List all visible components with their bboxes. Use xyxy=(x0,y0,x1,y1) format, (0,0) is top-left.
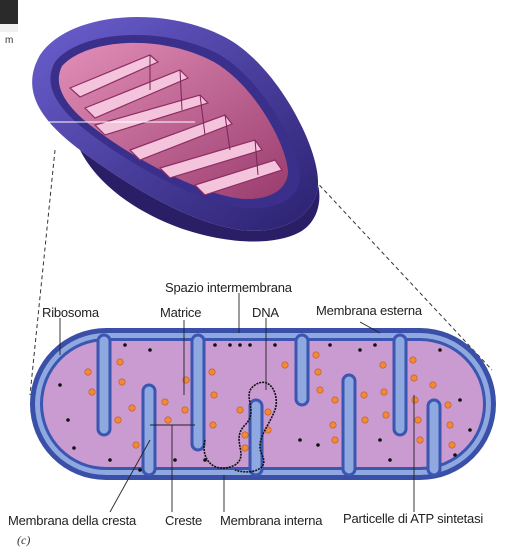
atp-synthase-particle xyxy=(445,402,451,408)
atp-synthase-particle xyxy=(162,399,168,405)
atp-synthase-particle xyxy=(133,442,139,448)
ribosome-dot xyxy=(213,343,217,347)
ribosome-dot xyxy=(108,458,112,462)
mitochondrion-3d-illustration xyxy=(30,17,319,242)
atp-synthase-particle xyxy=(449,442,455,448)
atp-synthase-particle xyxy=(242,432,248,438)
atp-synthase-particle xyxy=(383,412,389,418)
atp-synthase-particle xyxy=(210,422,216,428)
atp-synthase-particle xyxy=(211,392,217,398)
label-spazio-intermembrana: Spazio intermembrana xyxy=(165,280,292,295)
atp-synthase-particle xyxy=(361,392,367,398)
ribosome-dot xyxy=(316,443,320,447)
atp-synthase-particle xyxy=(415,417,421,423)
ribosome-dot xyxy=(458,398,462,402)
atp-synthase-particle xyxy=(332,437,338,443)
atp-synthase-particle xyxy=(129,405,135,411)
ribosome-dot xyxy=(438,348,442,352)
atp-synthase-particle xyxy=(282,362,288,368)
ribosome-dot xyxy=(373,343,377,347)
panel-letter: (c) xyxy=(17,533,30,548)
ribosome-dot xyxy=(58,383,62,387)
atp-synthase-particle xyxy=(85,369,91,375)
atp-synthase-particle xyxy=(411,375,417,381)
ribosome-dot xyxy=(248,343,252,347)
label-dna: DNA xyxy=(252,305,279,320)
label-membrana-esterna: Membrana esterna xyxy=(316,303,422,318)
label-membrana-interna: Membrana interna xyxy=(220,513,322,528)
label-creste: Creste xyxy=(165,513,202,528)
ribosome-dot xyxy=(66,418,70,422)
atp-synthase-particle xyxy=(317,387,323,393)
ribosome-dot xyxy=(228,343,232,347)
atp-synthase-particle xyxy=(313,352,319,358)
atp-synthase-particle xyxy=(430,382,436,388)
atp-synthase-particle xyxy=(332,397,338,403)
atp-synthase-particle xyxy=(237,407,243,413)
atp-synthase-particle xyxy=(410,357,416,363)
ribosome-dot xyxy=(173,458,177,462)
label-membrana-della-cresta: Membrana della cresta xyxy=(8,513,136,528)
ribosome-dot xyxy=(123,343,127,347)
micrograph-scale-unit: m xyxy=(5,35,13,46)
ribosome-dot xyxy=(453,453,457,457)
atp-synthase-particle xyxy=(447,422,453,428)
atp-synthase-particle xyxy=(362,417,368,423)
ribosome-dot xyxy=(358,348,362,352)
ribosome-dot xyxy=(468,428,472,432)
atp-synthase-particle xyxy=(417,437,423,443)
label-particelle-atp-sintetasi: Particelle di ATP sintetasi xyxy=(343,511,483,526)
atp-synthase-particle xyxy=(209,369,215,375)
atp-synthase-particle xyxy=(117,359,123,365)
ribosome-dot xyxy=(298,438,302,442)
atp-synthase-particle xyxy=(265,409,271,415)
atp-synthase-particle xyxy=(412,397,418,403)
atp-synthase-particle xyxy=(380,362,386,368)
ribosome-dot xyxy=(72,446,76,450)
atp-synthase-particle xyxy=(381,389,387,395)
ribosome-dot xyxy=(378,438,382,442)
mitochondrion-cross-section xyxy=(30,328,496,480)
atp-synthase-particle xyxy=(330,422,336,428)
atp-synthase-particle xyxy=(119,379,125,385)
micrograph-thumbnail xyxy=(0,0,18,24)
ribosome-dot xyxy=(238,343,242,347)
ribosome-dot xyxy=(273,343,277,347)
ribosome-dot xyxy=(388,458,392,462)
label-matrice: Matrice xyxy=(160,305,201,320)
atp-synthase-particle xyxy=(165,417,171,423)
label-ribosoma: Ribosoma xyxy=(42,305,99,320)
ribosome-dot xyxy=(328,343,332,347)
ribosome-dot xyxy=(138,468,142,472)
ribosome-dot xyxy=(148,348,152,352)
atp-synthase-particle xyxy=(315,369,321,375)
atp-synthase-particle xyxy=(89,389,95,395)
atp-synthase-particle xyxy=(242,445,248,451)
atp-synthase-particle xyxy=(182,407,188,413)
atp-synthase-particle xyxy=(115,417,121,423)
